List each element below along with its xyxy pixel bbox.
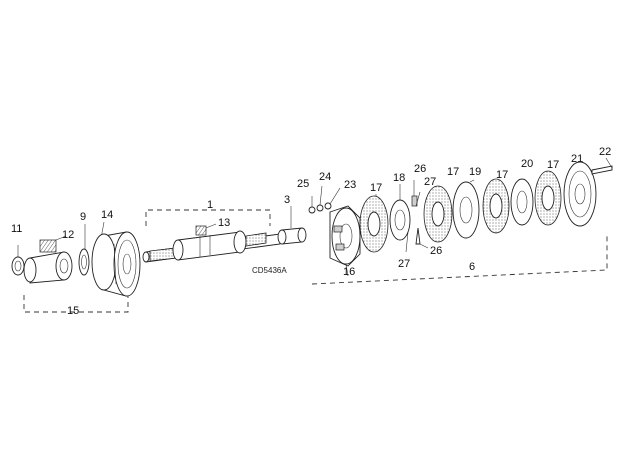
- part-11-ring: [11, 245, 25, 276]
- part-17-friction-disc-b: [423, 185, 453, 243]
- drum-housing: [91, 231, 141, 297]
- bracket-6: [311, 236, 608, 285]
- callout-1: 1: [207, 199, 213, 211]
- part-18-steel-plate: [389, 184, 411, 241]
- part-17-friction-disc-d: [534, 170, 562, 226]
- part-19-separator-plate: [452, 179, 480, 239]
- part-17-friction-disc-c: [482, 178, 510, 234]
- part-26-27-spring-pins: [405, 180, 429, 253]
- part-13-key: [195, 223, 217, 236]
- callout-14: 14: [101, 209, 113, 221]
- callout-9: 9: [80, 211, 86, 223]
- callout-17-a: 17: [370, 182, 382, 194]
- callout-12: 12: [62, 229, 74, 241]
- bracket-1: [145, 209, 271, 226]
- callout-17-d: 17: [547, 159, 559, 171]
- callout-21: 21: [571, 153, 583, 165]
- callout-11: 11: [11, 223, 22, 235]
- part-23-25-hardware: [308, 185, 341, 214]
- part-20-plate: [510, 178, 534, 226]
- part-12-bearing-hub: [23, 235, 73, 284]
- callout-16: 16: [343, 266, 355, 278]
- callout-20: 20: [521, 158, 533, 170]
- callout-24: 24: [319, 171, 331, 183]
- callout-17-c: 17: [496, 169, 508, 181]
- callout-26-a: 26: [414, 163, 426, 175]
- callout-26-b: 26: [430, 245, 442, 257]
- callout-19: 19: [469, 166, 481, 178]
- part-9-washer: [78, 224, 90, 276]
- bracket-15: [23, 295, 129, 313]
- part-1-input-shaft: [142, 230, 281, 263]
- drawing-code-label: CD5436A: [252, 266, 287, 275]
- callout-15: 15: [67, 305, 79, 317]
- part-3-coupler: [277, 206, 307, 245]
- callout-22: 22: [599, 146, 611, 158]
- part-21-end-plate: [563, 161, 597, 227]
- callout-13: 13: [218, 217, 230, 229]
- part-22-pin: [591, 157, 613, 175]
- callout-27-a: 27: [424, 176, 436, 188]
- callout-3: 3: [284, 194, 290, 206]
- part-17-friction-disc-a: [359, 194, 389, 253]
- callout-25: 25: [297, 178, 309, 190]
- callout-23: 23: [344, 179, 356, 191]
- callout-18: 18: [393, 172, 405, 184]
- part-16-pressure-plate: [329, 205, 361, 277]
- callout-6: 6: [469, 261, 475, 273]
- callout-27-b: 27: [398, 258, 410, 270]
- callout-17-b: 17: [447, 166, 459, 178]
